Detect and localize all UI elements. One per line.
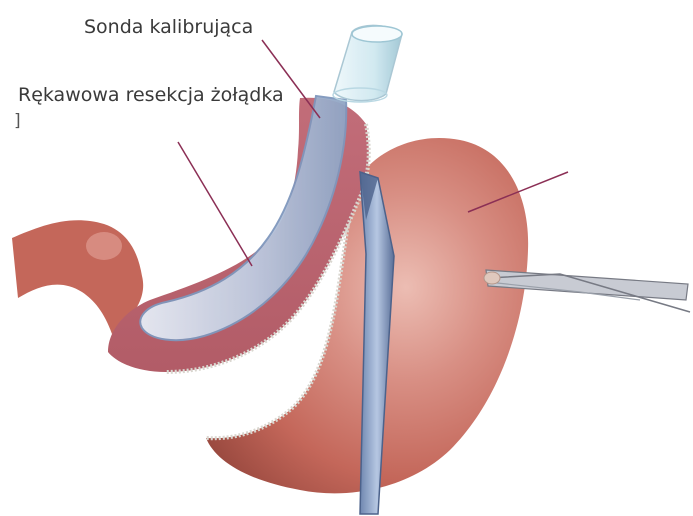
sleeve-leader-line: [178, 142, 252, 266]
bracket-mark: ]: [14, 110, 21, 132]
calibration-probe-label: Sonda kalibrująca: [84, 16, 253, 38]
calibration-tube-icon: [140, 96, 346, 340]
duodenum: [12, 220, 143, 334]
probe-leader-line: [262, 40, 320, 118]
tube-cap-rim: [352, 26, 402, 42]
sleeve-gastrectomy-label: Rękawowa resekcja żołądka: [18, 84, 284, 106]
duodenum-highlight: [86, 232, 122, 260]
